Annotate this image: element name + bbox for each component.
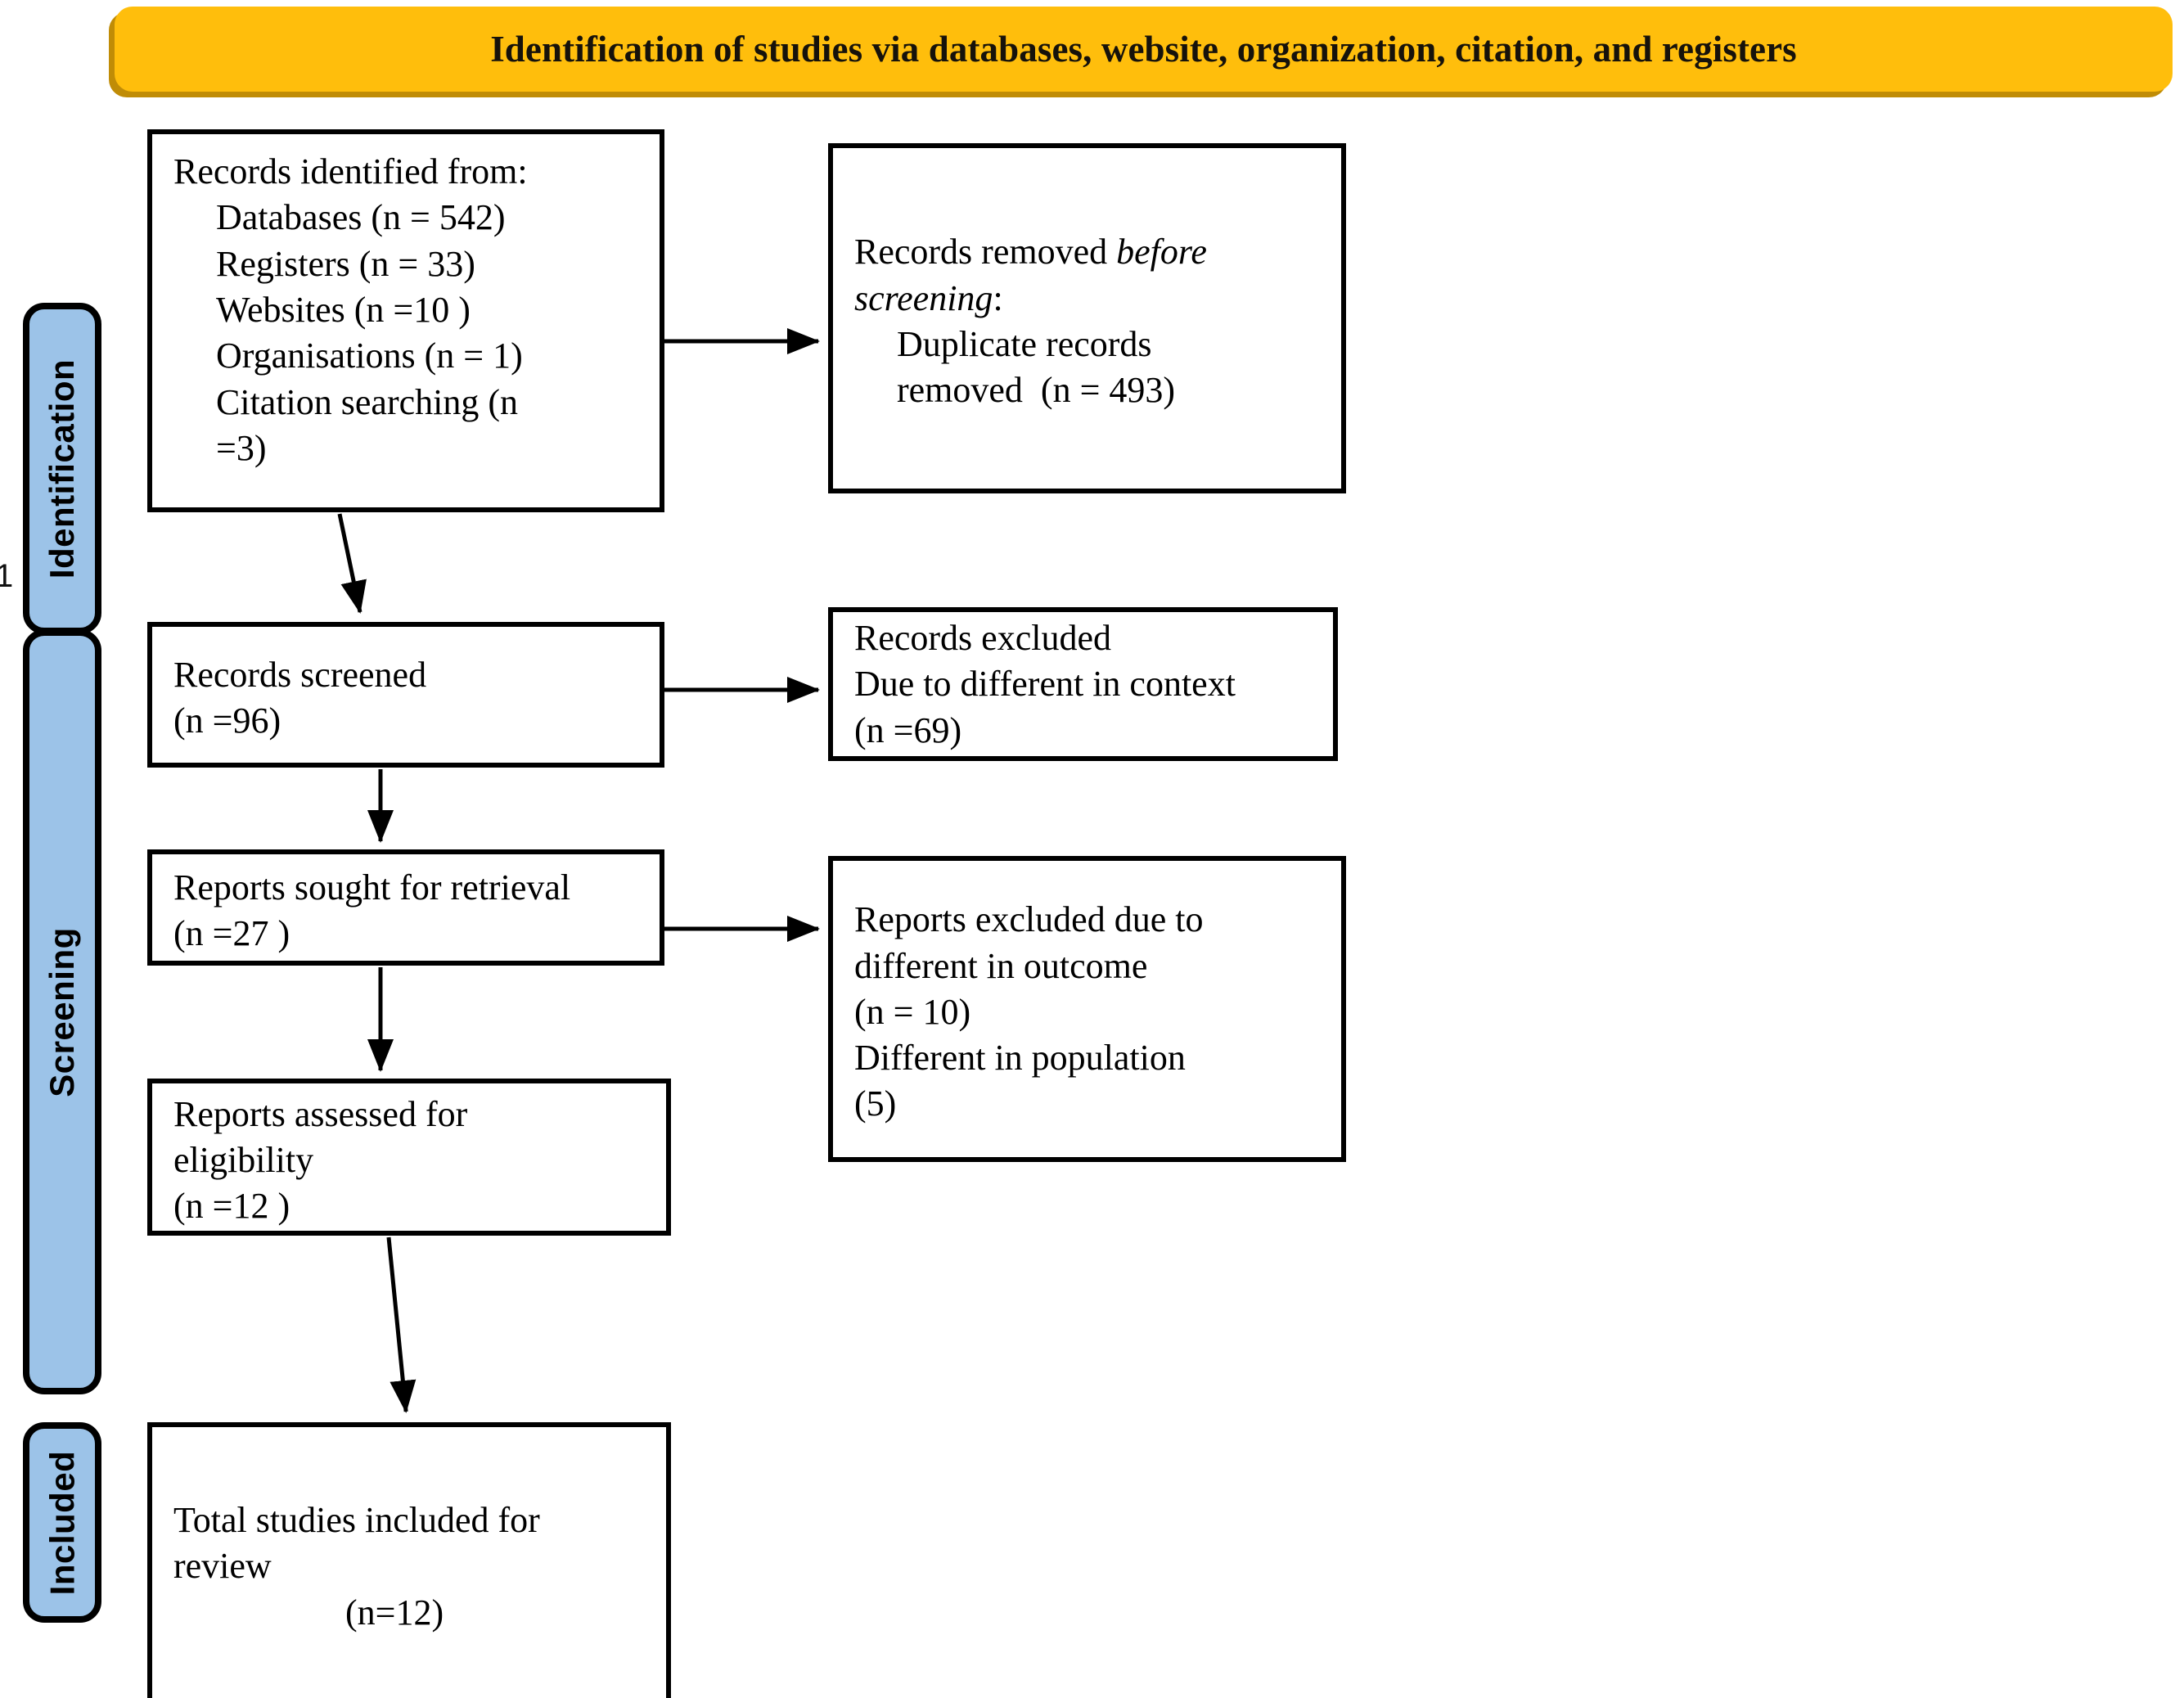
reports-excluded-reason-population: Different in population — [854, 1038, 1186, 1079]
reports-sought-label: Reports sought for retrieval — [173, 867, 571, 908]
box-reports-assessed: Reports assessed for eligibility (n =12 … — [147, 1079, 671, 1236]
stage-label-screening: Screening — [43, 926, 82, 1097]
records-screened-count: (n =96) — [173, 700, 281, 741]
records-identified-item-databases: Databases (n = 542) — [216, 197, 506, 238]
box-records-screened: Records screened (n =96) — [147, 622, 664, 768]
box-records-identified: Records identified from: Databases (n = … — [147, 129, 664, 512]
box-total-included: Total studies included for review (n=12) — [147, 1422, 671, 1698]
records-screened-label: Records screened — [173, 654, 427, 695]
arrow-assessed-to-total — [386, 1236, 417, 1414]
reports-excluded-outcome-count: (n = 10) — [854, 991, 971, 1032]
records-identified-item-citation-cont: =3) — [216, 427, 267, 468]
reports-excluded-label: Reports excluded due to — [854, 899, 1204, 940]
stage-bar-screening: Screening — [23, 629, 101, 1394]
diagram-header-banner: Identification of studies via databases,… — [115, 7, 2173, 92]
records-removed-item-duplicate: Duplicate records — [897, 324, 1152, 364]
records-excluded-count: (n =69) — [854, 709, 962, 750]
stage-label-included: Included — [43, 1450, 81, 1595]
page-number-artifact: 1 — [0, 558, 14, 594]
records-removed-line2-plain: : — [993, 277, 1003, 318]
reports-excluded-population-count: (5) — [854, 1083, 897, 1124]
records-removed-line1: Records removed before — [854, 229, 1323, 275]
box-reports-excluded: Reports excluded due to different in out… — [828, 856, 1346, 1162]
reports-assessed-label-cont: eligibility — [173, 1139, 314, 1180]
box-records-removed: Records removed before screening: Duplic… — [828, 143, 1346, 493]
records-removed-line1-italic: before — [1116, 232, 1207, 272]
stage-label-identification: Identification — [43, 358, 81, 579]
total-included-count: (n=12) — [345, 1592, 444, 1633]
records-excluded-reason: Due to different in context — [854, 664, 1236, 705]
reports-excluded-reason-outcome: different in outcome — [854, 945, 1148, 986]
records-removed-line2-italic: screening — [854, 277, 993, 318]
total-included-label: Total studies included for — [173, 1500, 540, 1541]
stage-bar-included: Included — [23, 1422, 101, 1623]
box-reports-sought: Reports sought for retrieval (n =27 ) — [147, 849, 664, 966]
total-included-label-cont: review — [173, 1546, 272, 1587]
box-records-excluded: Records excluded Due to different in con… — [828, 607, 1338, 761]
stage-bar-identification: Identification — [23, 303, 101, 634]
records-excluded-label: Records excluded — [854, 618, 1111, 658]
records-identified-heading: Records identified from: — [173, 151, 528, 191]
diagram-title: Identification of studies via databases,… — [490, 29, 1797, 70]
records-identified-item-websites: Websites (n =10 ) — [216, 289, 471, 330]
records-identified-item-organisations: Organisations (n = 1) — [216, 336, 523, 376]
records-removed-item-duplicate-count: removed (n = 493) — [897, 370, 1176, 411]
reports-assessed-count: (n =12 ) — [173, 1186, 290, 1227]
records-identified-item-registers: Registers (n = 33) — [216, 243, 475, 284]
records-identified-item-citation: Citation searching (n — [216, 381, 519, 422]
records-removed-line2: screening: — [854, 276, 1323, 322]
reports-assessed-label: Reports assessed for — [173, 1093, 468, 1134]
records-removed-line1-plain: Records removed — [854, 232, 1117, 272]
arrow-identified-to-screened — [337, 513, 367, 614]
reports-sought-count: (n =27 ) — [173, 913, 290, 953]
